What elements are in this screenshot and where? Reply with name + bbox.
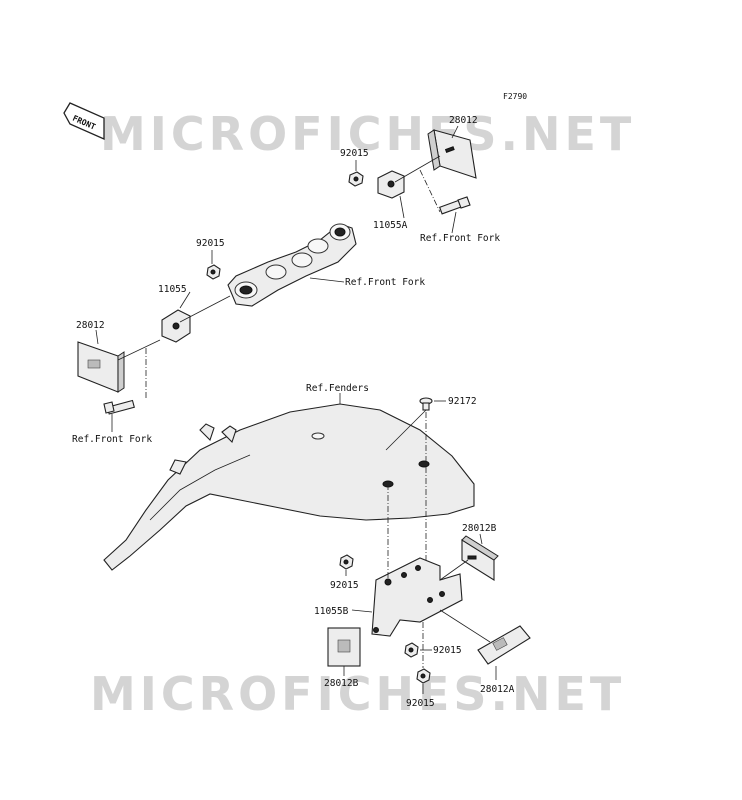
label-92015-top: 92015	[340, 148, 369, 159]
label-92172: 92172	[448, 396, 477, 407]
label-28012B-right: 28012B	[462, 523, 497, 534]
nut-92015-top	[348, 171, 364, 187]
label-11055A: 11055A	[373, 220, 408, 231]
figure-code: F2790	[503, 92, 527, 101]
label-92015-low: 92015	[330, 580, 359, 591]
bracket-11055A	[377, 155, 441, 199]
label-ref-front-fork-mid: Ref.Front Fork	[345, 277, 425, 288]
label-28012-top: 28012	[449, 115, 478, 126]
label-11055B: 11055B	[314, 606, 349, 617]
label-92015-bottom: 92015	[406, 698, 435, 709]
label-28012B-bottom: 28012B	[324, 678, 359, 689]
triple-clamp	[227, 223, 357, 307]
label-28012-left: 28012	[76, 320, 105, 331]
nut-92015-low	[339, 554, 354, 570]
bolt-left	[103, 399, 135, 415]
reflector-28012-top	[427, 129, 477, 179]
nut-92015-bottom-right	[404, 642, 419, 658]
watermark-bottom: MICROFICHES.NET	[90, 667, 625, 721]
nut-92015-mid	[206, 264, 221, 280]
reflector-28012-left	[77, 341, 125, 393]
label-ref-fenders: Ref.Fenders	[306, 383, 369, 394]
nut-92015-bottom	[416, 668, 431, 684]
reflector-28012A	[477, 625, 531, 665]
label-11055: 11055	[158, 284, 187, 295]
rear-fender	[103, 403, 475, 571]
label-92015-mid: 92015	[196, 238, 225, 249]
bracket-11055B	[371, 557, 463, 637]
label-28012A: 28012A	[480, 684, 515, 695]
reflector-28012B-bottom	[327, 627, 361, 667]
screw-92172	[419, 397, 433, 411]
label-92015-bottom-right: 92015	[433, 645, 462, 656]
label-ref-front-fork-left: Ref.Front Fork	[72, 434, 152, 445]
label-ref-front-fork-top: Ref.Front Fork	[420, 233, 500, 244]
reflector-28012B-right	[461, 535, 499, 581]
watermark-top: MICROFICHES.NET	[100, 107, 635, 161]
bolt-top	[438, 196, 471, 215]
bracket-11055	[161, 295, 231, 343]
front-arrow-icon: FRONT	[63, 102, 105, 140]
